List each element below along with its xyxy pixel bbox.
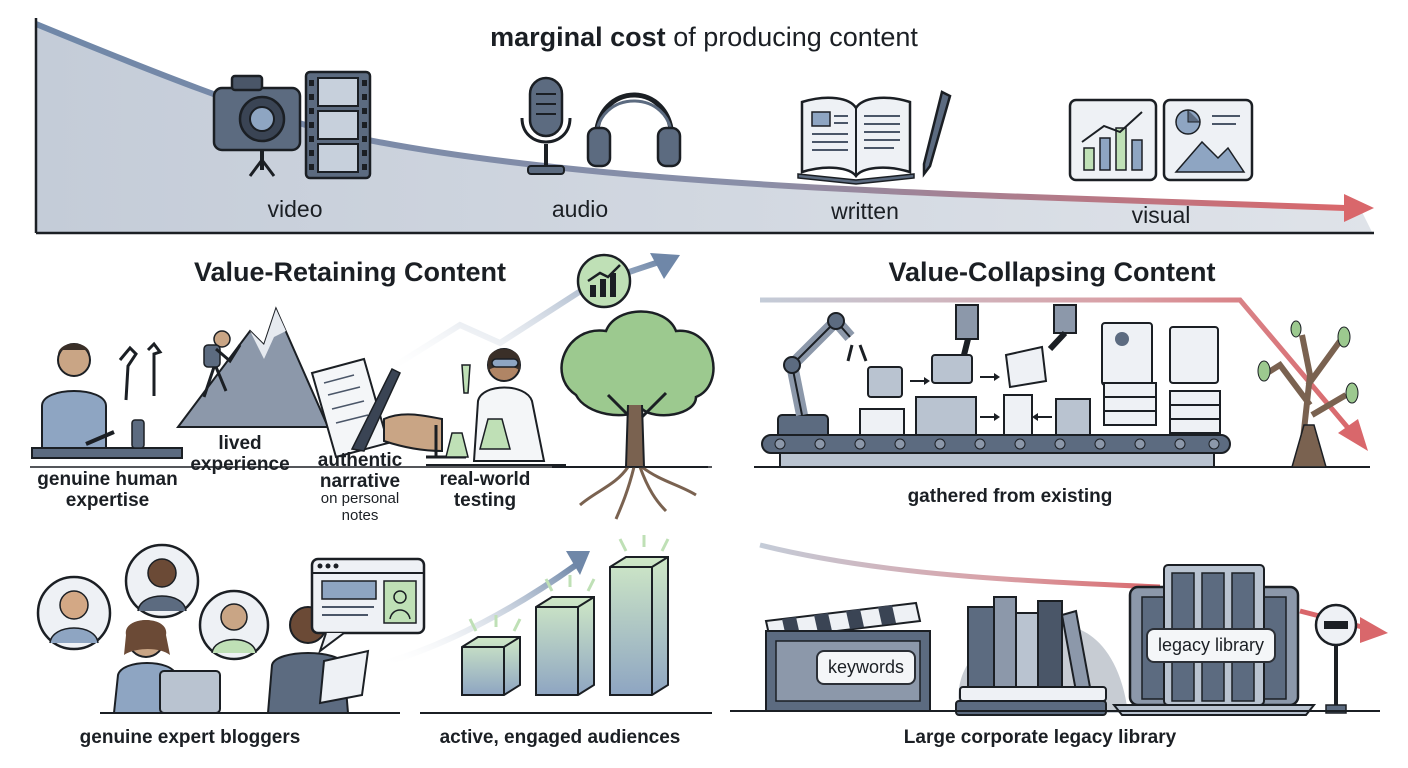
cost-curve-graphic	[34, 18, 1374, 235]
pen-icon	[922, 90, 952, 178]
legacy-library-tag: legacy library	[1146, 628, 1277, 663]
marginal-cost-title: marginal cost of producing content	[490, 22, 918, 52]
cost-arrowhead	[1344, 194, 1374, 222]
audience-arrowhead	[566, 551, 590, 575]
value-retaining-graphic	[30, 253, 715, 714]
content-blocks-icon	[859, 322, 1221, 436]
tree-icon	[552, 310, 715, 520]
bare-tree-icon	[1257, 320, 1359, 468]
value-collapsing-graphic	[730, 297, 1388, 716]
category-visual: visual	[1131, 202, 1191, 228]
category-video: video	[267, 196, 323, 222]
category-written: written	[831, 198, 899, 224]
chart-card-icon	[1068, 98, 1158, 182]
audience-arrow	[377, 562, 578, 668]
category-audio: audio	[551, 196, 609, 222]
audience-bars-icon	[420, 535, 712, 714]
bloggers-icon	[100, 606, 400, 714]
library-decline-arrow	[759, 542, 1161, 590]
caption-engaged-audiences: active, engaged audiences	[439, 727, 681, 748]
avatar-group-icon	[36, 543, 270, 661]
mountain-climber-icon	[176, 306, 330, 428]
conveyor-icon	[754, 434, 1370, 468]
caption-expert-bloggers: genuine expert bloggers	[79, 727, 301, 748]
book-icon	[797, 96, 915, 185]
value-collapsing-title: Value-Collapsing Content	[888, 257, 1216, 287]
cost-curve	[34, 21, 1346, 211]
caption-corporate-legacy-library: Large corporate legacy library	[903, 727, 1177, 748]
scientist-icon	[426, 348, 566, 466]
value-retaining-title: Value-Retaining Content	[193, 257, 507, 287]
growth-arrowhead	[650, 253, 680, 279]
keywords-tag: keywords	[816, 650, 917, 685]
decline-arrow	[760, 297, 1356, 437]
marginal-cost-panel	[0, 0, 1408, 240]
books-icon	[955, 596, 1128, 716]
camera-icon	[212, 74, 302, 177]
browser-bubble-icon	[310, 557, 426, 654]
stop-sign-icon	[1314, 603, 1358, 714]
film-strip-icon	[304, 70, 372, 180]
image-card-icon	[1162, 98, 1254, 182]
notes-writing-icon	[310, 357, 443, 459]
decline-arrowhead	[1338, 419, 1368, 451]
microphone-icon	[520, 76, 572, 175]
expert-person-icon	[31, 341, 183, 459]
growth-badge-icon	[576, 253, 632, 309]
cost-area	[36, 24, 1372, 232]
caption-gathered-from-existing: gathered from existing	[907, 486, 1113, 507]
headphones-icon	[586, 92, 682, 168]
robot-arm-icon	[777, 304, 1077, 446]
